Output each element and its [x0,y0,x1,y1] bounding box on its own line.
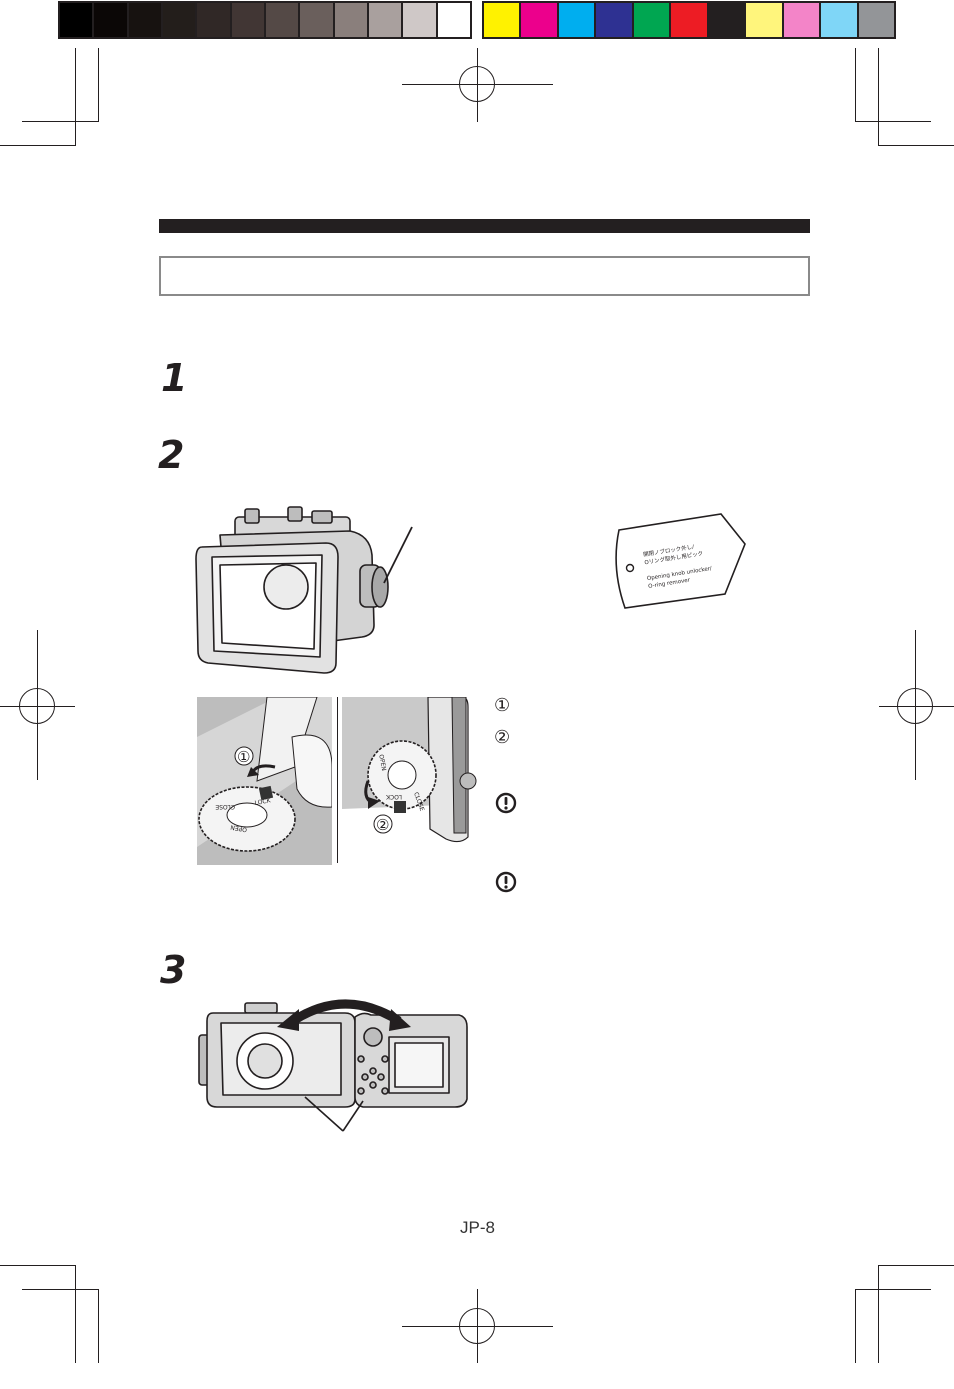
list-marker-2: ② [494,727,511,748]
step-number-3: 3 [160,948,187,992]
photo2-callout-2: ② [376,816,389,834]
knob-close-label: CLOSE [215,803,235,810]
opening-knob-unlocker-tag: 開閉ノブロック外し/ Oリング取外し用ピック Opening knob unlo… [615,513,746,609]
subsection-title-box [159,256,810,296]
crop-mark [855,121,931,122]
step-number-2: 2 [158,433,185,477]
color-swatch [162,3,198,37]
knob2-lock-label: LOCK [385,793,402,800]
crop-mark [855,1289,931,1290]
color-swatch [60,3,95,37]
knob-lock-label: LOCK [254,797,272,807]
color-swatch [558,3,597,37]
color-swatch [368,3,404,37]
photo1-callout-1: ① [237,748,250,766]
crop-mark [75,48,76,146]
crop-mark [0,145,76,146]
color-swatch [403,3,438,37]
list-marker-1: ① [494,695,511,716]
registration-circle [897,688,933,724]
color-swatch [94,3,129,37]
color-swatch [128,3,163,37]
crop-mark [98,48,99,122]
crop-mark [0,1265,76,1266]
knob-rotate-photo: CLOSE LOCK OPEN ② [342,697,480,865]
color-swatch [484,3,522,37]
crop-mark [855,1289,856,1363]
color-swatch [334,3,369,37]
crop-mark [22,1289,98,1290]
color-swatch [596,3,634,37]
color-swatch [231,3,266,37]
knob-unlock-photo: LOCK CLOSE OPEN ① [197,697,332,865]
crop-mark [75,1265,76,1363]
crop-mark [878,145,954,146]
page-number: JP-8 [460,1218,495,1237]
color-swatch [300,3,335,37]
color-swatch [746,3,784,37]
open-housing-illustration [198,999,468,1132]
color-swatch [197,3,232,37]
registration-circle [459,66,495,102]
color-swatch [708,3,747,37]
knob2-open-label: OPEN [377,754,387,772]
crop-mark [98,1289,99,1363]
color-swatch [821,3,859,37]
grayscale-color-bar [58,1,472,39]
photo-separator [337,697,338,863]
process-color-bar [482,1,896,39]
crop-mark [878,1265,954,1266]
color-swatch [858,3,894,37]
color-swatch [437,3,470,37]
registration-circle [19,688,55,724]
crop-mark [878,1265,879,1363]
color-swatch [265,3,301,37]
registration-circle [459,1308,495,1344]
knob-open-label: OPEN [230,823,248,833]
caution-icon [495,792,517,814]
color-swatch [783,3,822,37]
caution-icon [495,871,517,893]
housing-illustration [195,506,413,674]
color-swatch [633,3,672,37]
section-title-bar [159,219,810,233]
color-swatch [521,3,559,37]
crop-mark [855,48,856,122]
crop-mark [878,48,879,146]
color-swatch [671,3,709,37]
step-number-1: 1 [161,356,188,400]
crop-mark [22,121,98,122]
